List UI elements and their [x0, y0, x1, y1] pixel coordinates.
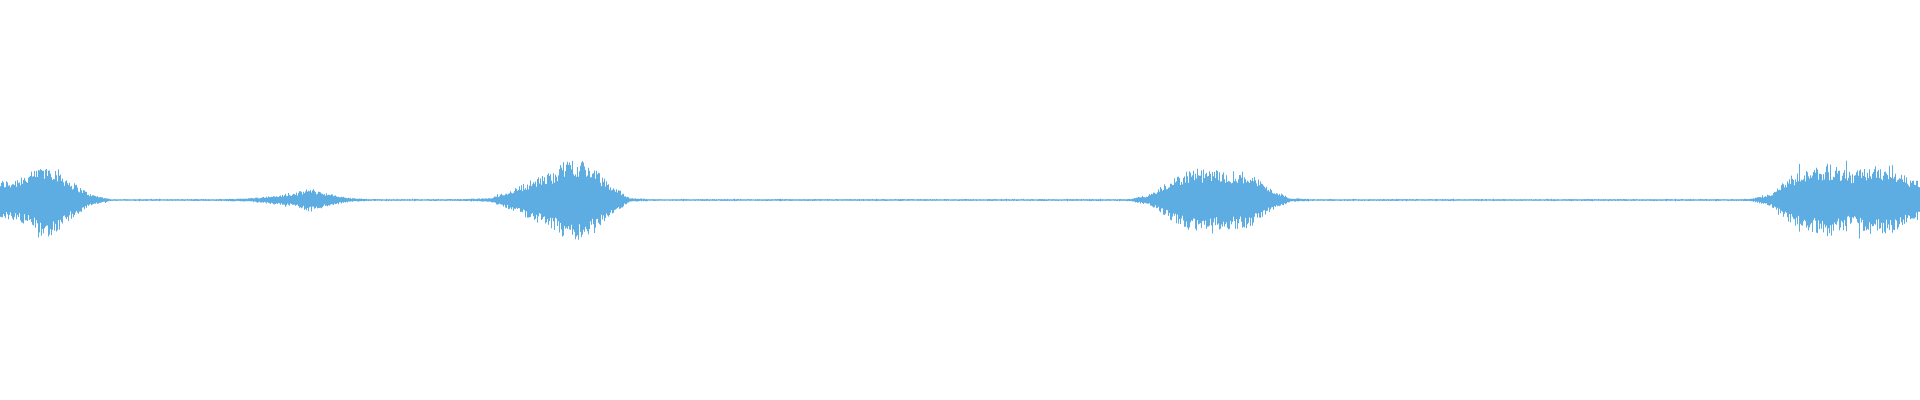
- waveform-samples: [0, 160, 1920, 240]
